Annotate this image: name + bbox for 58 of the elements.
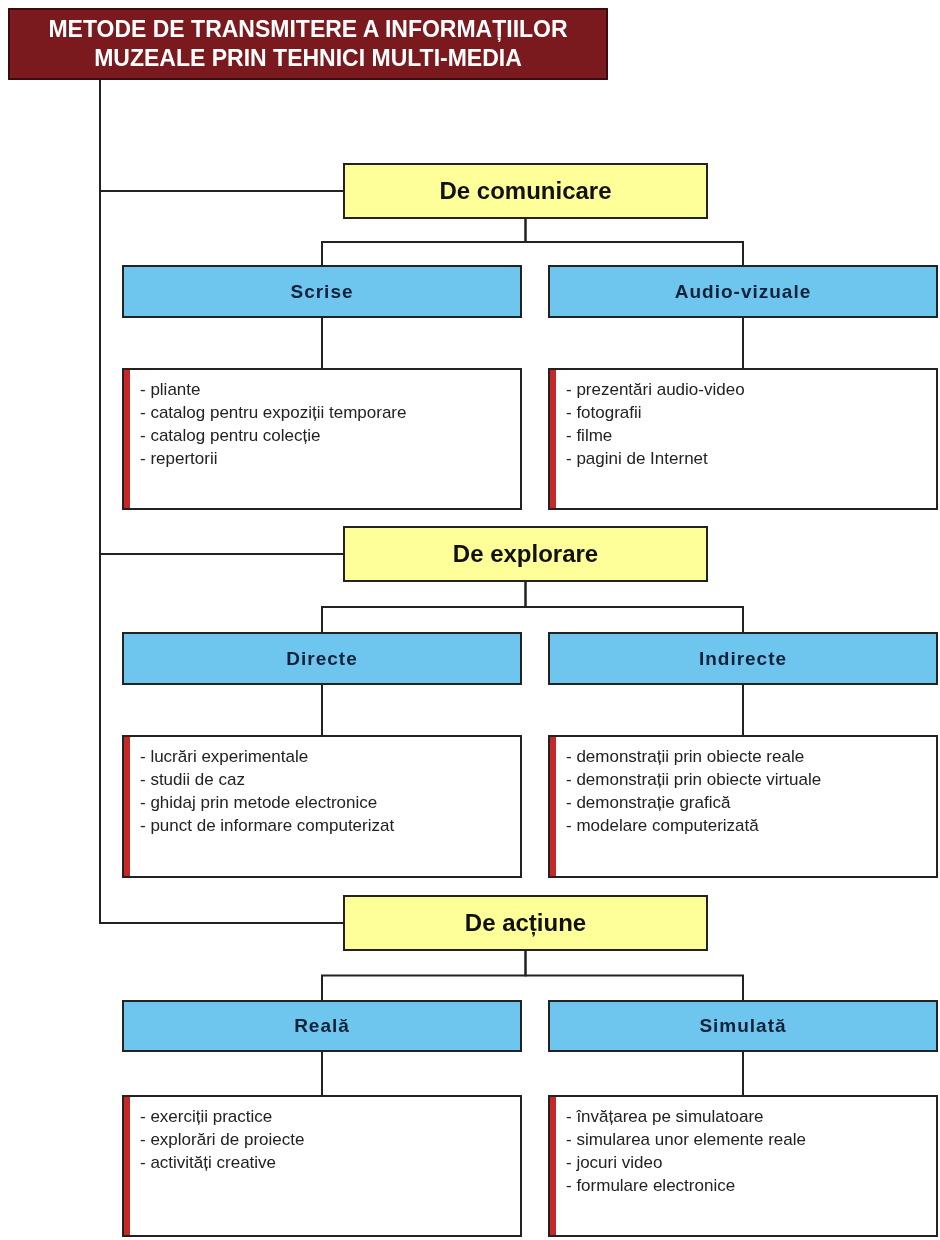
list-item: - catalog pentru expoziții temporare xyxy=(140,402,408,424)
subcategory-box xyxy=(548,265,938,318)
list-item: - exerciții practice xyxy=(140,1106,274,1128)
list-item: - punct de informare computerizat xyxy=(140,815,396,837)
category-label: De explorare xyxy=(452,540,599,568)
list-item: - demonstrații prin obiecte reale xyxy=(566,746,806,768)
list-box xyxy=(548,368,938,510)
list-box xyxy=(548,1095,938,1237)
subcategory-label: Indirecte xyxy=(698,647,788,670)
list-item: - jocuri video xyxy=(566,1152,664,1174)
list-item: - fotografii xyxy=(566,402,643,424)
list-item: - ghidaj prin metode electronice xyxy=(140,792,379,814)
list-box xyxy=(548,735,938,878)
subcategory-label: Simulată xyxy=(699,1015,787,1037)
connector-line xyxy=(742,1051,744,1096)
category-label: De comunicare xyxy=(439,177,612,205)
list-box xyxy=(122,1095,522,1237)
connector-line xyxy=(742,684,744,736)
list-item: - studii de caz xyxy=(140,769,246,791)
connector-line xyxy=(321,684,323,736)
connector-line xyxy=(524,950,744,1001)
list-item: - lucrări experimentale xyxy=(140,746,310,768)
subcategory-label: Directe xyxy=(286,647,358,670)
list-item: - modelare computerizată xyxy=(566,815,760,837)
subcategory-label: Scrise xyxy=(290,280,354,303)
subcategory-box xyxy=(548,1000,938,1052)
connector-line xyxy=(524,581,744,633)
list-item: - activități creative xyxy=(140,1152,278,1174)
subcategory-box xyxy=(122,265,522,318)
title-box xyxy=(8,8,608,80)
list-item: - demonstrații prin obiecte virtuale xyxy=(566,769,823,791)
list-item: - repertorii xyxy=(140,448,219,470)
connector-line xyxy=(321,317,323,369)
category-box xyxy=(343,163,708,219)
list-box xyxy=(122,368,522,510)
list-item: - catalog pentru colecție xyxy=(140,425,322,447)
list-item: - învățarea pe simulatoare xyxy=(566,1106,765,1128)
list-item: - demonstrație grafică xyxy=(566,792,732,814)
list-item: - filme xyxy=(566,425,614,447)
connector-line xyxy=(524,218,744,266)
list-item: - prezentări audio-video xyxy=(566,379,746,401)
list-item: - simularea unor elemente reale xyxy=(566,1129,807,1151)
subcategory-label: Audio-vizuale xyxy=(674,280,812,303)
heading-text: METODE DE TRANSMITERE A INFORMAȚIILOR MUZEALE PRIN TEHNICI MULTI-MEDIA xyxy=(47,15,569,73)
connector-line xyxy=(321,1051,323,1096)
subcategory-label: Reală xyxy=(294,1015,350,1037)
category-box xyxy=(343,526,708,582)
subcategory-box xyxy=(548,632,938,685)
subcategory-box xyxy=(122,632,522,685)
list-item: - pagini de Internet xyxy=(566,448,709,470)
list-box xyxy=(122,735,522,878)
category-box xyxy=(343,895,708,951)
connector-line xyxy=(742,317,744,369)
subcategory-box xyxy=(122,1000,522,1052)
category-label: De acțiune xyxy=(464,909,587,937)
list-item: - pliante xyxy=(140,379,202,401)
list-item: - formulare electronice xyxy=(566,1175,737,1197)
list-item: - explorări de proiecte xyxy=(140,1129,306,1151)
